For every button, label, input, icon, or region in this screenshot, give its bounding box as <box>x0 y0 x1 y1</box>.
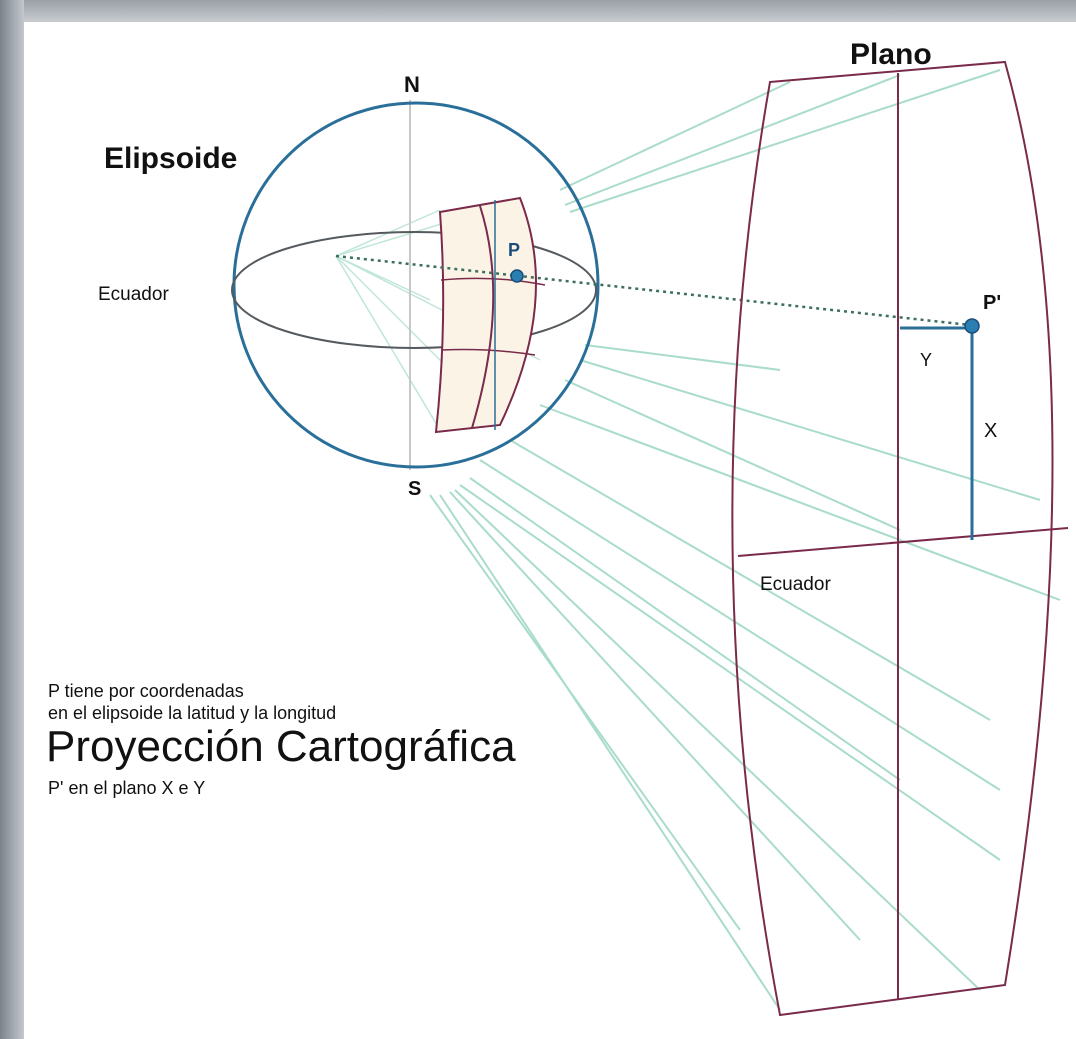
point-p-label: P <box>508 240 521 260</box>
ellipsoid-label: Elipsoide <box>104 142 238 175</box>
point-p <box>510 269 524 283</box>
description-coordinates: P tiene por coordenadas en el elipsoide … <box>48 680 336 724</box>
ellipsoid-outline <box>232 101 600 469</box>
y-label: Y <box>920 350 933 370</box>
projection-ray <box>564 74 901 206</box>
north-label: N <box>404 72 420 97</box>
projection-ray <box>439 494 781 1011</box>
projection-ray <box>469 477 901 781</box>
projection-ray <box>459 484 1001 861</box>
diagram-title: Proyección Cartográfica <box>46 722 516 771</box>
patch-outline <box>434 196 537 434</box>
top-frame-border <box>0 0 1076 22</box>
patch-meridian <box>471 205 495 429</box>
projection-ray <box>429 494 741 931</box>
patch-parallel <box>440 277 546 286</box>
plane-equator-label: Ecuador <box>760 574 831 595</box>
plane-outline <box>731 60 1054 1017</box>
projection-ray <box>569 69 1001 213</box>
plane-label: Plano <box>850 38 932 71</box>
projection-ray <box>509 439 991 721</box>
projection-ray <box>559 81 791 191</box>
projection-line-p <box>335 254 971 327</box>
projection-ray <box>479 459 1001 791</box>
plane-equator <box>737 527 1069 557</box>
plane <box>731 60 1069 1017</box>
center-ray <box>335 255 431 301</box>
point-p-prime <box>964 318 980 334</box>
ellipsoid-equator <box>231 231 597 349</box>
projection-ray <box>584 344 781 371</box>
ellipsoid-patch <box>434 196 546 434</box>
projection-ray <box>454 489 981 991</box>
patch-parallel <box>441 348 536 356</box>
description-projected: P' en el plano X e Y <box>48 778 206 798</box>
description-line-2: en el elipsoide la latitud y la longitud <box>48 703 337 723</box>
projection-ray <box>579 359 1041 501</box>
ellipsoid-equator-label: Ecuador <box>98 284 169 305</box>
projection-ray <box>449 491 861 941</box>
description-line-1: P tiene por coordenadas <box>48 681 244 701</box>
projection-ray <box>539 404 1061 601</box>
center-ray <box>335 255 441 431</box>
x-label: X <box>984 420 998 442</box>
point-p-prime-label: P' <box>983 292 1002 314</box>
south-label: S <box>408 478 422 500</box>
left-frame-border <box>0 0 24 1039</box>
